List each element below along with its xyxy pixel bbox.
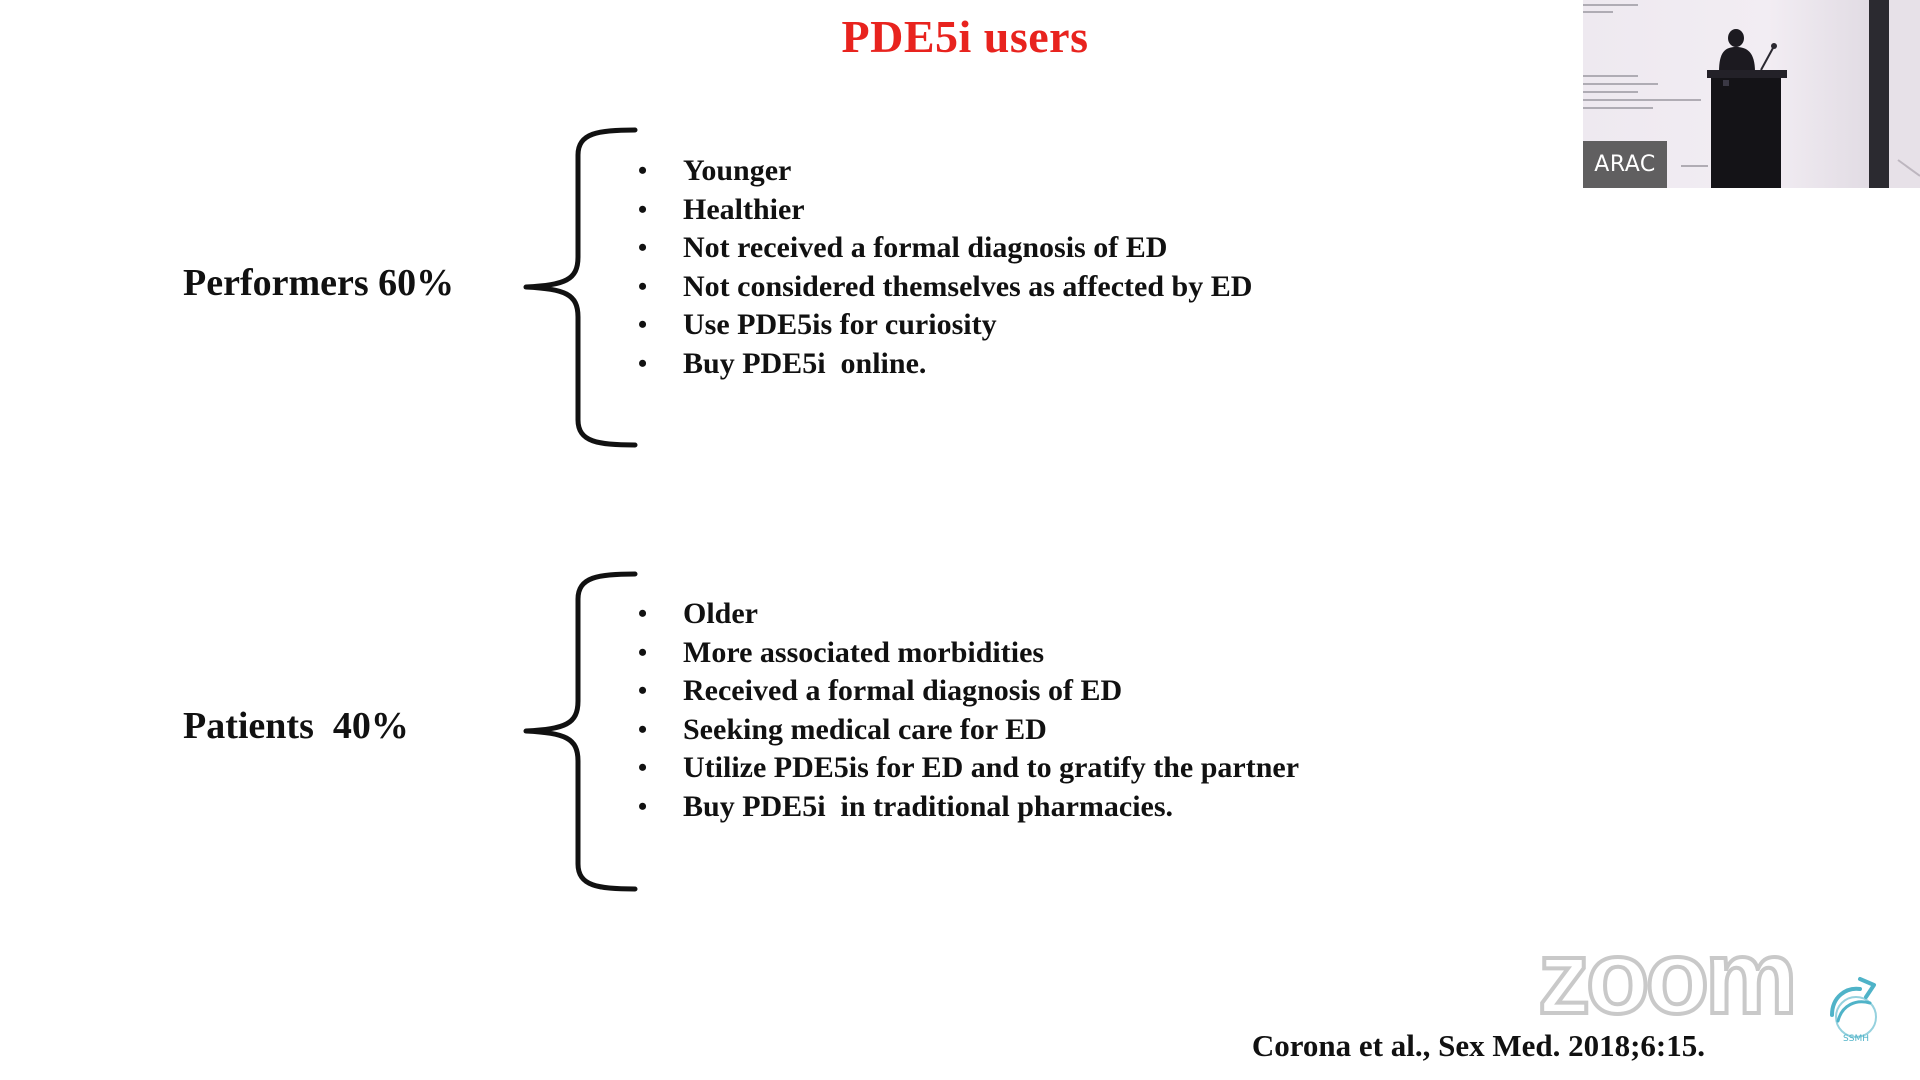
- emblem-caption: SSMH: [1843, 1034, 1869, 1044]
- list-item-text: Use PDE5is for curiosity: [683, 308, 997, 342]
- list-item-text: Buy PDE5i online.: [683, 346, 927, 380]
- bullet-list-performers: • Younger • Healthier • Not received a form…: [633, 152, 1252, 384]
- participant-name-label: ARAC: [1583, 141, 1667, 188]
- list-item-text: Utilize PDE5is for ED and to gratify the…: [683, 751, 1300, 785]
- bullet-icon: •: [638, 791, 648, 821]
- list-item-text: Older: [683, 597, 758, 630]
- participant-video-tile[interactable]: ARAC: [1583, 0, 1920, 188]
- list-item-text: Not considered themselves as affected by…: [683, 269, 1253, 303]
- list-item-text: Not received a formal diagnosis of ED: [683, 231, 1168, 265]
- bullet-icon: •: [638, 156, 648, 185]
- list-item: • Use PDE5is for curiosity: [633, 306, 1252, 345]
- zoom-watermark-logo: zoom: [1538, 935, 1800, 1025]
- bullet-icon: •: [638, 310, 648, 340]
- bullet-icon: •: [638, 676, 648, 706]
- group-label-performers: Performers 60%: [183, 262, 455, 304]
- list-item-text: Received a formal diagnosis of ED: [683, 674, 1123, 708]
- bullet-icon: •: [638, 348, 648, 378]
- list-item: • Younger: [633, 152, 1252, 191]
- list-item: • Not received a formal diagnosis of ED: [633, 229, 1252, 268]
- list-item: • Received a formal diagnosis of ED: [633, 672, 1299, 711]
- list-item-text: Younger: [683, 154, 792, 187]
- bullet-list-patients: • Older • More associated morbidities • Rec…: [633, 595, 1299, 827]
- slide-citation: Corona et al., Sex Med. 2018;6:15.: [1251, 1028, 1705, 1063]
- list-item-text: Buy PDE5i in traditional pharmacies.: [683, 789, 1174, 823]
- list-item: • Buy PDE5i online.: [633, 345, 1252, 384]
- left-brace-performers: [523, 127, 638, 448]
- bullet-icon: •: [638, 599, 648, 628]
- list-item: • Buy PDE5i in traditional pharmacies.: [633, 788, 1299, 827]
- society-emblem-icon: SSMH: [1830, 977, 1877, 1044]
- speaker-video-feed: [1583, 0, 1920, 188]
- bullet-icon: •: [638, 233, 648, 263]
- bullet-icon: •: [638, 714, 648, 744]
- list-item-text: More associated morbidities: [683, 635, 1045, 669]
- list-item-text: Healthier: [683, 192, 805, 226]
- left-brace-patients: [523, 571, 638, 892]
- list-item: • Not considered themselves as affected b…: [633, 268, 1252, 307]
- bullet-icon: •: [638, 271, 648, 301]
- bullet-icon: •: [638, 194, 648, 224]
- list-item: • Healthier: [633, 191, 1252, 230]
- list-item: • Utilize PDE5is for ED and to gratify th…: [633, 749, 1299, 788]
- bullet-icon: •: [638, 753, 648, 783]
- list-item: • Seeking medical care for ED: [633, 711, 1299, 750]
- slide-title: PDE5i users: [841, 11, 1089, 62]
- group-label-patients: Patients 40%: [183, 705, 409, 747]
- list-item: • Older: [633, 595, 1299, 634]
- zoom-watermark-text: zoom: [1538, 935, 1794, 1025]
- bullet-icon: •: [638, 637, 648, 667]
- list-item-text: Seeking medical care for ED: [683, 712, 1047, 746]
- list-item: • More associated morbidities: [633, 634, 1299, 673]
